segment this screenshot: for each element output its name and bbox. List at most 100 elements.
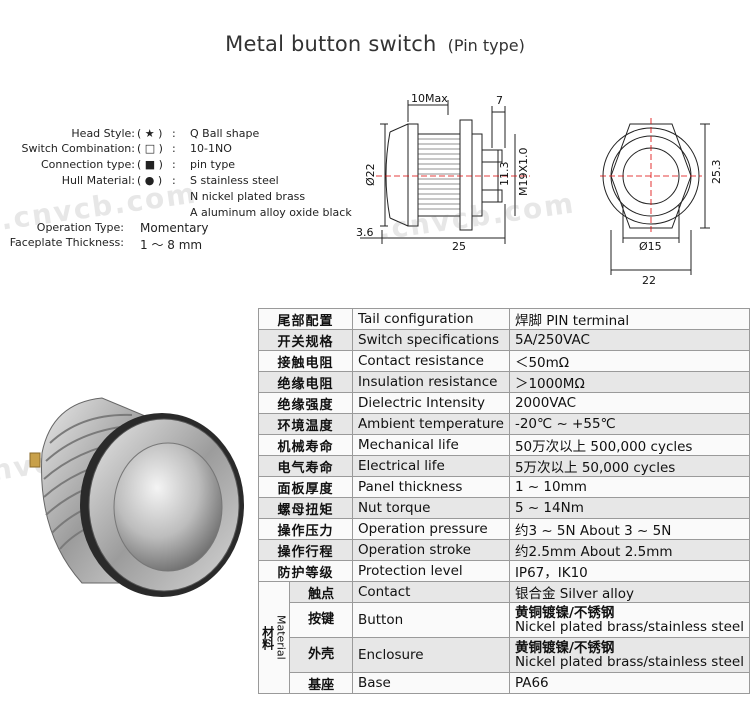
- pin-outline: [481, 189, 503, 203]
- spec-value: Q Ball shape: [190, 127, 260, 140]
- cell-en: Electrical life: [351, 455, 510, 477]
- square-outline-icon: ( □ ): [137, 142, 163, 155]
- spec-value: S stainless steel: [190, 174, 279, 187]
- material-header-cn: 材料: [260, 625, 275, 650]
- spec-label: Switch Combination:: [21, 142, 135, 155]
- cell-en: Switch specifications: [351, 329, 510, 351]
- cell-cn: 尾部配置: [258, 308, 353, 330]
- cell-en: Operation stroke: [351, 539, 510, 561]
- cell-value: 约3 ~ 5N About 3 ~ 5N: [508, 518, 750, 540]
- cell-cn: 操作压力: [258, 518, 353, 540]
- cell-en: Tail configuration: [351, 308, 510, 330]
- operation-type-value: Momentary: [140, 221, 209, 235]
- cell-cn: 绝缘电阻: [258, 371, 353, 393]
- spec-colon: :: [172, 127, 176, 140]
- cell-value: 1 ~ 10mm: [508, 476, 750, 498]
- product-photo: [29, 397, 244, 597]
- cell-cn: 按键: [289, 602, 353, 638]
- dim-25: 25: [452, 240, 466, 253]
- cell-value: 2000VAC: [508, 392, 750, 414]
- cell-cn: 操作行程: [258, 539, 353, 561]
- operation-type-label: Operation Type:: [36, 221, 124, 234]
- spec-row: N nickel plated brass: [0, 189, 360, 205]
- cell-cn: 外壳: [289, 637, 353, 673]
- cell-en: Nut torque: [351, 497, 510, 519]
- dim-d22: Ø22: [364, 163, 377, 186]
- spec-colon: :: [172, 158, 176, 171]
- dim-25-3: 25.3: [710, 160, 723, 185]
- ball-head-button: [113, 442, 223, 572]
- spec-row: Switch Combination: ( □ ) : 10-1NO: [0, 141, 360, 157]
- square-filled-icon: ( ■ ): [137, 158, 163, 171]
- spec-row: A aluminum alloy oxide black: [0, 205, 360, 221]
- value-en: Nickel plated brass/stainless steel: [514, 619, 744, 635]
- cell-en: Insulation resistance: [351, 371, 510, 393]
- dim-22-bottom: 22: [642, 274, 656, 287]
- cell-cn: 电气寿命: [258, 455, 353, 477]
- spec-value: 10-1NO: [190, 142, 232, 155]
- cell-cn: 机械寿命: [258, 434, 353, 456]
- value-cn: 黄铜镀镍/不锈钢: [514, 640, 615, 656]
- dim-7: 7: [496, 94, 503, 107]
- cell-cn: 触点: [289, 581, 353, 603]
- spec-value: A aluminum alloy oxide black: [190, 206, 352, 219]
- title-main: Metal button switch: [225, 32, 437, 56]
- faceplate-thickness-value: 1 ～ 8 mm: [140, 238, 203, 252]
- material-header-en: Material: [274, 615, 288, 660]
- pin-terminal: [29, 452, 41, 468]
- cell-en: Enclosure: [351, 637, 510, 673]
- cell-cn: 基座: [289, 672, 353, 694]
- cell-value: 焊脚 PIN terminal: [508, 308, 750, 330]
- spec-value: N nickel plated brass: [190, 190, 306, 203]
- cell-value: PA66: [508, 672, 750, 694]
- spec-colon: :: [172, 142, 176, 155]
- spec-label: Hull Material:: [61, 174, 135, 187]
- circle-filled-icon: ( ● ): [137, 174, 163, 187]
- cell-cn: 开关规格: [258, 329, 353, 351]
- technical-drawing: 10Max 7 Ø22 11.3 M19X1.0 3.6 25 25.3 Ø15…: [356, 92, 723, 287]
- spec-label: Head Style:: [71, 127, 135, 140]
- cell-en: Operation pressure: [351, 518, 510, 540]
- cell-cn: 螺母扭矩: [258, 497, 353, 519]
- dim-10max: 10Max: [411, 92, 448, 105]
- cell-en: Ambient temperature: [351, 413, 510, 435]
- spec-row: Head Style: ( ★ ) : Q Ball shape: [0, 126, 360, 142]
- page-title: Metal button switch (Pin type): [0, 32, 750, 56]
- cell-en: Button: [351, 602, 510, 638]
- dome-outline: [385, 131, 391, 219]
- cell-cn: 接触电阻: [258, 350, 353, 372]
- cell-value: 约2.5mm About 2.5mm: [508, 539, 750, 561]
- spec-value: pin type: [190, 158, 236, 171]
- pin-outline: [481, 149, 503, 163]
- cell-value: 50万次以上 500,000 cycles: [508, 434, 750, 456]
- cell-value: 5A/250VAC: [508, 329, 750, 351]
- cell-en: Contact: [351, 581, 510, 603]
- cell-value: IP67，IK10: [508, 560, 750, 582]
- cell-value: ＞1000MΩ: [508, 371, 750, 393]
- value-cn: 黄铜镀镍/不锈钢: [514, 605, 615, 621]
- spec-row: Hull Material: ( ● ) : S stainless steel: [0, 173, 360, 189]
- cell-value: 银合金 Silver alloy: [508, 581, 750, 603]
- cell-value: 黄铜镀镍/不锈钢 Nickel plated brass/stainless s…: [508, 637, 750, 673]
- star-icon: ( ★ ): [137, 127, 163, 140]
- dim-11-3: 11.3: [498, 162, 511, 187]
- spec-colon: :: [172, 174, 176, 187]
- material-row: 按键 Button 黄铜镀镍/不锈钢 Nickel plated brass/s…: [259, 602, 750, 638]
- cell-value: 5万次以上 50,000 cycles: [508, 455, 750, 477]
- cell-value: 5 ~ 14Nm: [508, 497, 750, 519]
- cell-en: Protection level: [351, 560, 510, 582]
- dim-d15: Ø15: [639, 240, 662, 253]
